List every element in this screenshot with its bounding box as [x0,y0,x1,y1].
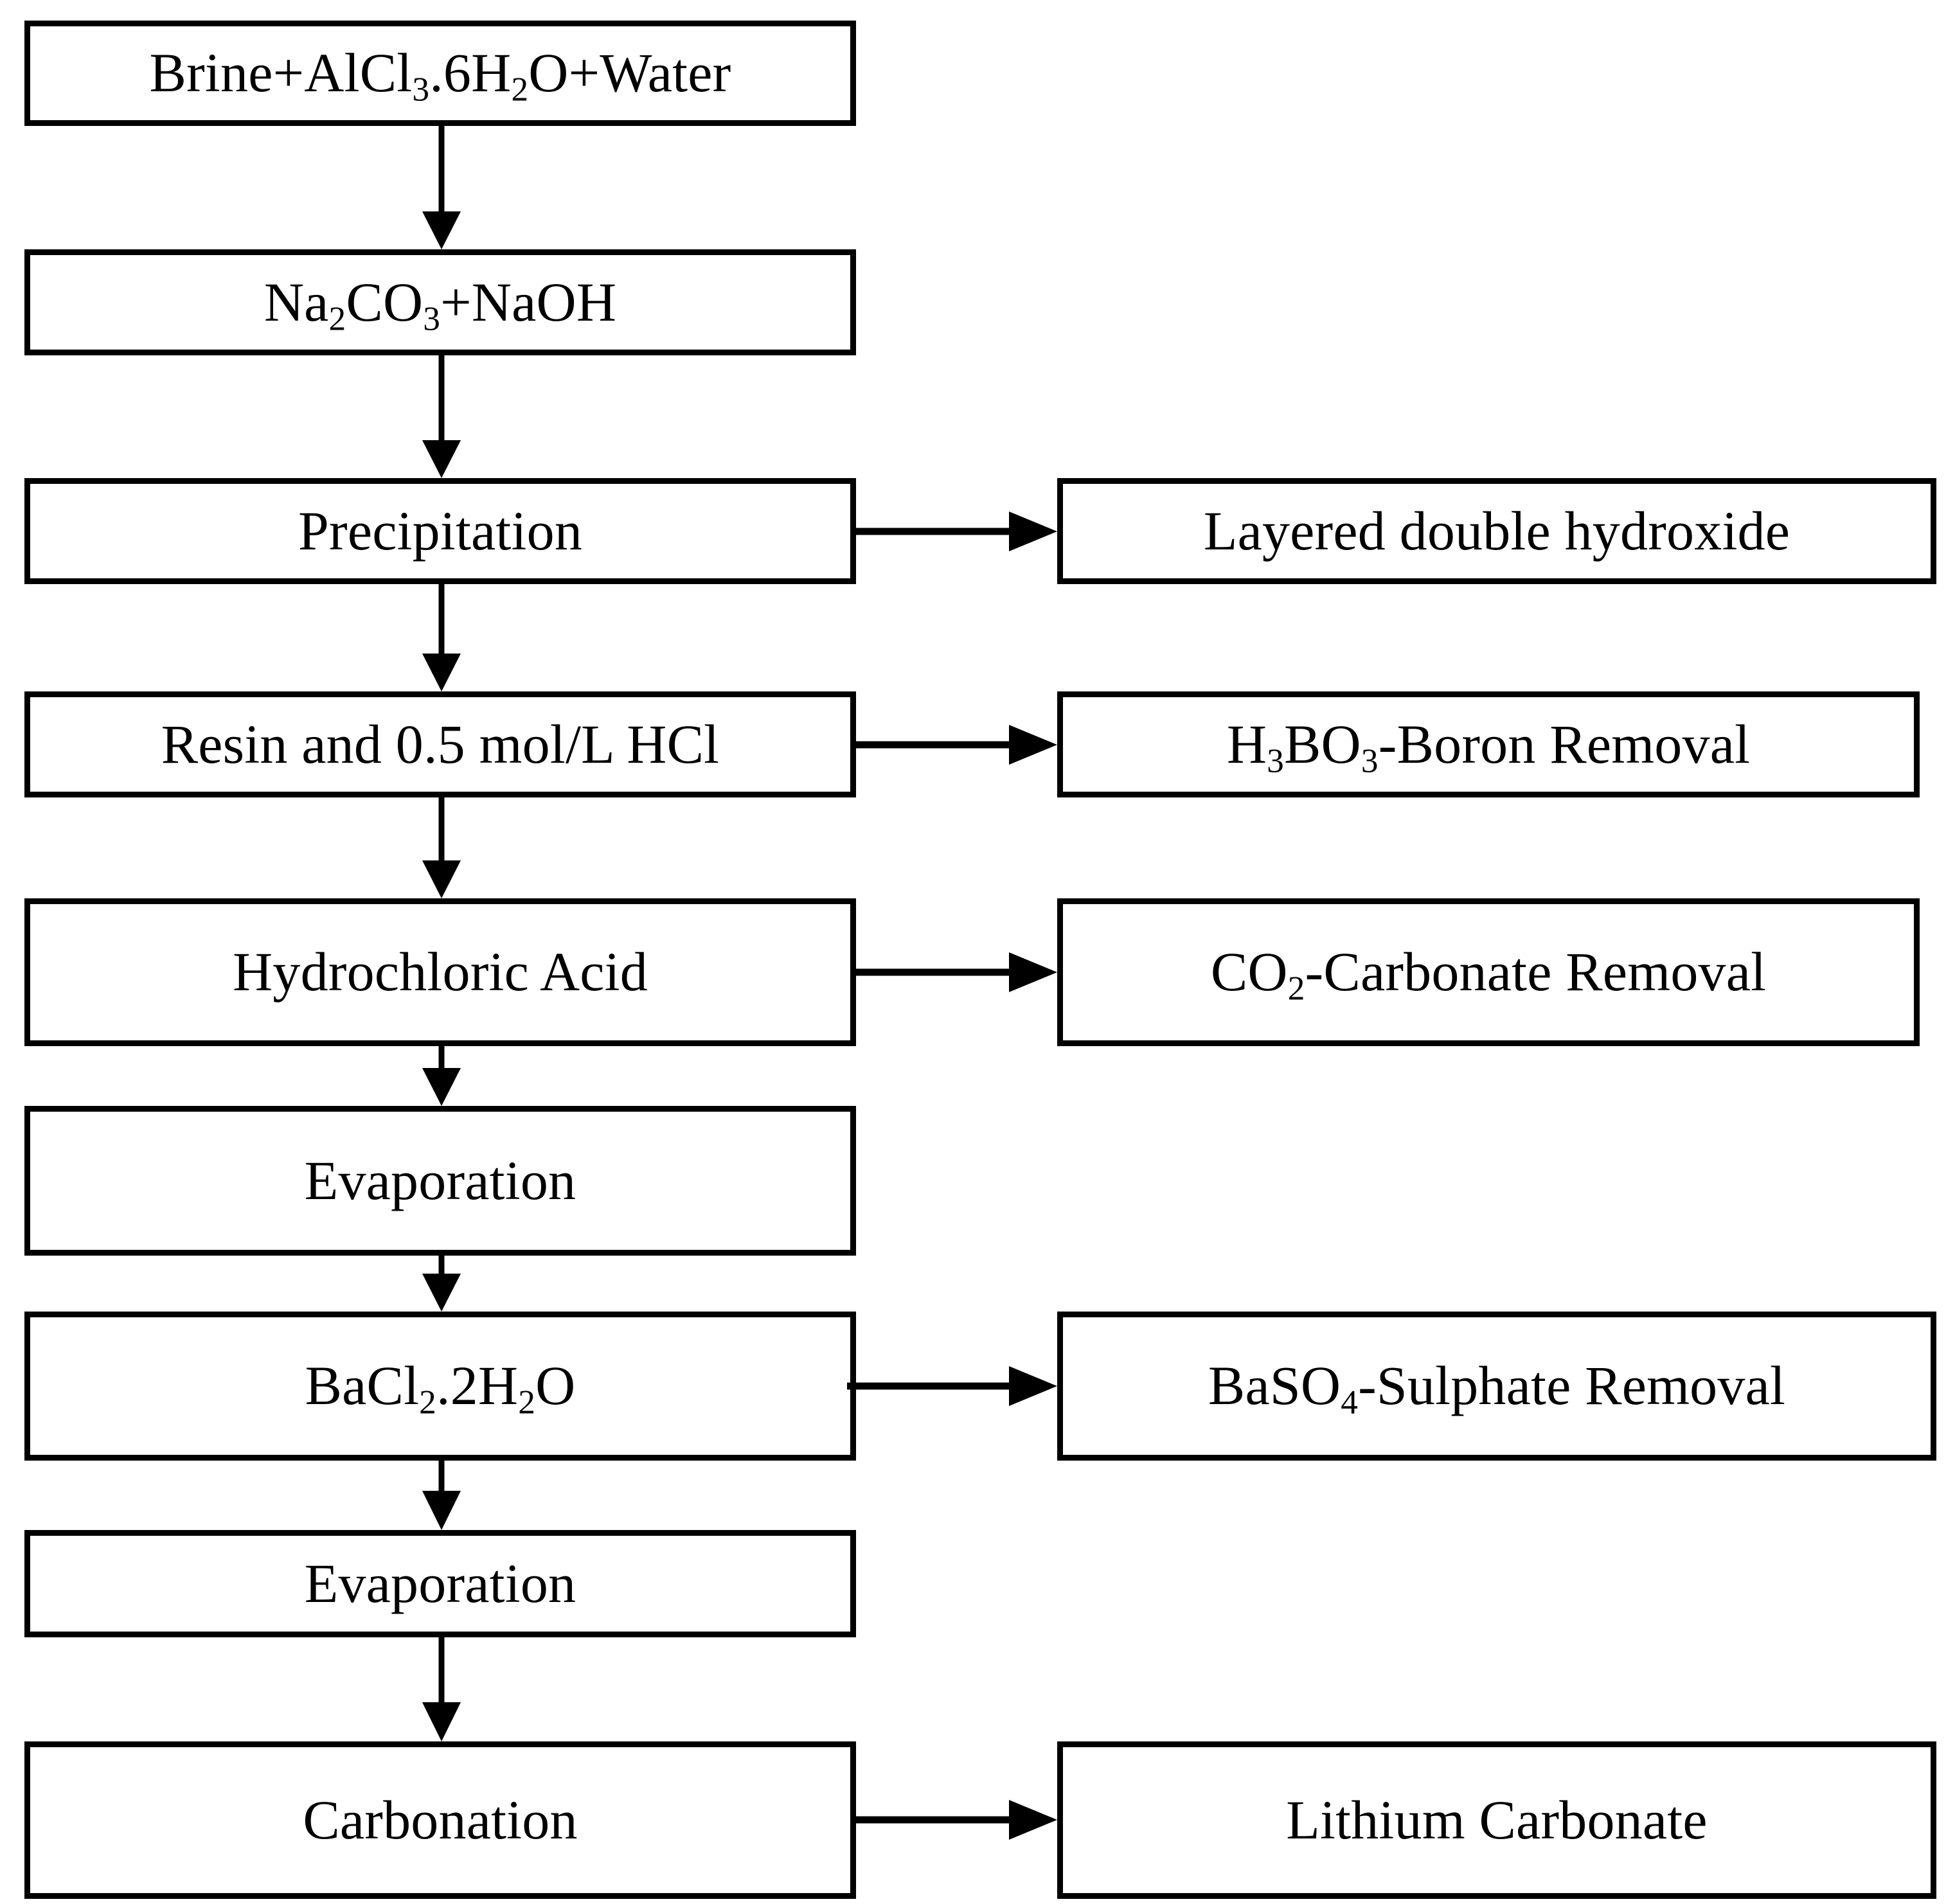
process-box-bacl2: BaCl2.2H2O [24,1312,856,1461]
output-box-carbonate-removal-label: CO2-Carbonate Removal [1210,941,1767,1008]
process-box-evaporation-1-label: Evaporation [304,1149,576,1211]
output-box-lithium-carbonate-label: Lithium Carbonate [1286,1788,1708,1851]
arrow-hydrochloric-acid-to-evaporation-1 [422,1046,461,1106]
process-box-hydrochloric-acid-label: Hydrochloric Acid [233,941,648,1003]
arrow-precipitation-to-layered-double-hydroxide [856,512,1057,551]
process-box-brine-label: Brine+AlCl3.6H2O+Water [149,42,731,109]
output-box-boron-removal-label: H3BO3-Boron Removal [1226,713,1751,780]
output-box-sulphate-removal: BaSO4-Sulphate Removal [1057,1312,1936,1461]
process-box-precipitation: Precipitation [24,478,856,584]
process-box-evaporation-2: Evaporation [24,1530,856,1637]
arrow-evaporation-1-to-bacl2 [422,1256,461,1312]
process-box-brine: Brine+AlCl3.6H2O+Water [24,21,856,126]
arrow-carbonation-to-lithium-carbonate [856,1800,1057,1840]
process-box-resin: Resin and 0.5 mol/L HCl [24,691,856,797]
process-box-evaporation-1: Evaporation [24,1106,856,1256]
process-box-reagents: Na2CO3+NaOH [24,249,856,355]
process-box-resin-label: Resin and 0.5 mol/L HCl [161,713,720,775]
arrow-bacl2-to-evaporation-2 [422,1461,461,1530]
process-box-hydrochloric-acid: Hydrochloric Acid [24,898,856,1046]
arrow-hydrochloric-acid-to-carbonate-removal [856,952,1057,992]
output-box-layered-double-hydroxide: Layered double hydroxide [1057,478,1936,584]
arrow-evaporation-2-to-carbonation [422,1637,461,1741]
arrow-resin-to-hydrochloric-acid [422,797,461,898]
arrow-reagents-to-precipitation [422,355,461,478]
process-box-carbonation: Carbonation [24,1741,856,1899]
process-box-evaporation-2-label: Evaporation [304,1552,576,1614]
arrow-brine-to-reagents [422,126,461,249]
process-box-precipitation-label: Precipitation [298,499,583,562]
process-box-reagents-label: Na2CO3+NaOH [263,271,617,338]
arrow-precipitation-to-resin [422,584,461,691]
arrow-bacl2-to-sulphate-removal [847,1366,1057,1406]
output-box-sulphate-removal-label: BaSO4-Sulphate Removal [1208,1355,1786,1421]
arrow-resin-to-boron-removal [856,725,1057,765]
output-box-carbonate-removal: CO2-Carbonate Removal [1057,898,1920,1046]
output-box-boron-removal: H3BO3-Boron Removal [1057,691,1920,797]
process-box-bacl2-label: BaCl2.2H2O [305,1355,576,1421]
process-box-carbonation-label: Carbonation [303,1788,578,1851]
output-box-lithium-carbonate: Lithium Carbonate [1057,1741,1936,1899]
output-box-layered-double-hydroxide-label: Layered double hydroxide [1203,499,1790,562]
